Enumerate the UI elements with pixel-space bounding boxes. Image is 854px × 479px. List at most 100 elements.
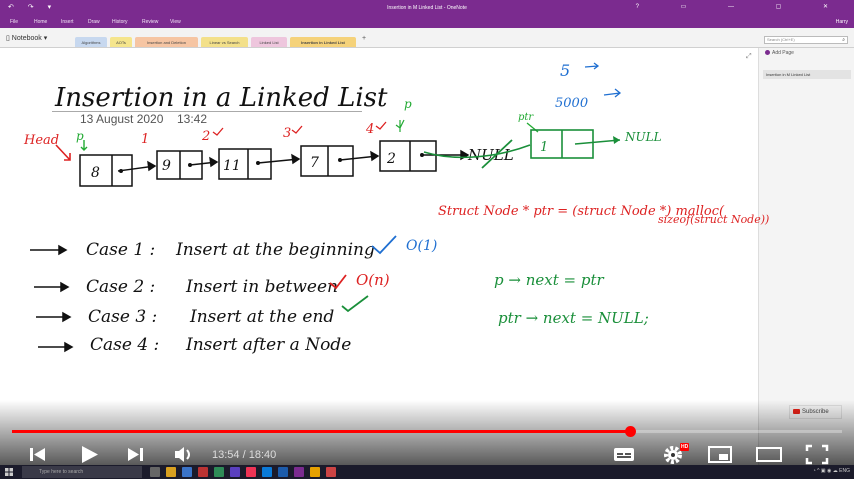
ink-number-above: 5 bbox=[560, 61, 570, 80]
ink-address: 5000 bbox=[555, 96, 588, 111]
case-3-desc: Insert at the end bbox=[189, 307, 334, 327]
tab-aots[interactable]: AOTs bbox=[110, 37, 132, 47]
file-explorer-icon[interactable] bbox=[166, 467, 176, 477]
app-icon[interactable] bbox=[278, 467, 288, 477]
case-2-label: Case 2 : bbox=[86, 277, 155, 297]
node-value: 9 bbox=[162, 158, 171, 174]
quick-access-icons[interactable]: ↶ ↷ ▾ bbox=[8, 4, 58, 11]
progress-played bbox=[12, 430, 630, 433]
case-1-desc: Insert at the beginning bbox=[175, 240, 375, 260]
ink-code-next-1: p → next = ptr bbox=[494, 271, 604, 289]
page-canvas[interactable] bbox=[0, 48, 758, 465]
next-icon[interactable] bbox=[125, 443, 147, 465]
node-values: 8 9 11 7 2 bbox=[91, 151, 396, 181]
settings-gear-icon[interactable] bbox=[661, 443, 685, 465]
ribbon-insert[interactable]: Insert bbox=[61, 19, 74, 25]
ribbon-draw[interactable]: Draw bbox=[88, 19, 100, 25]
ink-p-label-2: p bbox=[404, 97, 412, 111]
youtube-logo-icon bbox=[793, 409, 800, 414]
ink-p-label: p bbox=[76, 129, 84, 143]
tab-insertion-in-linked-list[interactable]: Insertion in Linked List bbox=[290, 37, 356, 47]
page-list-pane: Add Page Insertion in M Linked List bbox=[758, 48, 854, 465]
add-page-button[interactable]: Add Page bbox=[765, 50, 794, 56]
app-icon[interactable] bbox=[182, 467, 192, 477]
add-section-icon[interactable]: + bbox=[362, 35, 367, 42]
ink-title: Insertion in a Linked List bbox=[54, 83, 388, 113]
app-icon[interactable] bbox=[214, 467, 224, 477]
play-icon[interactable] bbox=[78, 443, 100, 465]
tab-linked-list[interactable]: Linked List bbox=[251, 37, 287, 47]
subscribe-watermark[interactable]: Subscribe bbox=[789, 405, 842, 419]
miniplayer-icon[interactable] bbox=[707, 443, 733, 465]
linked-list-nodes bbox=[79, 140, 437, 187]
add-page-label: Add Page bbox=[772, 50, 794, 56]
windows-start-icon[interactable] bbox=[5, 468, 13, 476]
ribbon-home[interactable]: Home bbox=[34, 19, 48, 25]
check-icon-case2 bbox=[329, 274, 347, 290]
ribbon-history[interactable]: History bbox=[112, 19, 128, 25]
step-ticks bbox=[212, 121, 387, 136]
app-icon[interactable] bbox=[326, 467, 336, 477]
case-arrows bbox=[30, 244, 74, 353]
duration: 18:40 bbox=[248, 449, 277, 461]
ink-ptr-label: ptr bbox=[518, 112, 534, 123]
case-2-desc: Insert in between bbox=[185, 277, 338, 297]
hd-badge: HD bbox=[680, 443, 690, 451]
node-value: 7 bbox=[310, 155, 319, 171]
notebook-selector[interactable]: ▯ Notebook ▾ bbox=[6, 34, 47, 42]
case-2-complexity: O(n) bbox=[356, 271, 390, 289]
title-underline bbox=[52, 111, 362, 112]
notebook-name: Notebook bbox=[11, 35, 42, 42]
tab-insertion-and-deletion[interactable]: Insertion and Deletion bbox=[135, 37, 198, 47]
head-arrow-icon bbox=[55, 144, 71, 161]
tab-algorithms[interactable]: Algorithms bbox=[75, 37, 107, 47]
case-1-complexity: O(1) bbox=[406, 238, 437, 254]
theater-mode-icon[interactable] bbox=[755, 443, 783, 465]
fullscreen-icon[interactable] bbox=[805, 443, 829, 465]
window-title: Insertion in M Linked List - OneNote bbox=[387, 5, 467, 11]
volume-icon[interactable] bbox=[172, 443, 194, 465]
step-label: 1 bbox=[141, 132, 149, 147]
scrubber-handle[interactable] bbox=[624, 426, 636, 437]
subscribe-label: Subscribe bbox=[802, 409, 829, 416]
user-name[interactable]: Harry bbox=[835, 19, 848, 25]
new-node-arrow-icon bbox=[613, 136, 620, 144]
subtitles-icon[interactable] bbox=[612, 443, 636, 465]
ribbon-review[interactable]: Review bbox=[142, 19, 159, 25]
taskbar-search-input[interactable]: Type here to search bbox=[22, 466, 142, 478]
search-icon[interactable]: ⌕ bbox=[842, 37, 845, 43]
vscode-icon[interactable] bbox=[262, 467, 272, 477]
previous-icon[interactable] bbox=[26, 443, 48, 465]
expand-icon[interactable]: ⤢ bbox=[746, 53, 752, 60]
progress-bar[interactable] bbox=[12, 426, 842, 437]
search-placeholder: Search (Ctrl+E) bbox=[767, 37, 795, 42]
tab-linear-vs-search[interactable]: Linear vs Search bbox=[201, 37, 248, 47]
case-3-label: Case 3 : bbox=[88, 307, 157, 327]
task-view-icon[interactable] bbox=[150, 467, 160, 477]
window-controls[interactable]: ? ▭ — ▢ ✕ bbox=[635, 4, 848, 10]
blue-arrow-icon bbox=[584, 62, 600, 70]
check-icon-case3 bbox=[341, 295, 369, 313]
app-icon[interactable] bbox=[310, 467, 320, 477]
app-icon[interactable] bbox=[230, 467, 240, 477]
search-input[interactable]: Search (Ctrl+E) ⌕ bbox=[764, 36, 848, 44]
blue-arrow-icon-2 bbox=[603, 88, 622, 98]
app-icon[interactable] bbox=[246, 467, 256, 477]
case-4-label: Case 4 : bbox=[90, 335, 159, 355]
app-icon[interactable] bbox=[198, 467, 208, 477]
tray-icons: ◔ ^ ▣ ◉ ☁ bbox=[812, 468, 840, 474]
onenote-icon[interactable] bbox=[294, 467, 304, 477]
new-link-curve bbox=[423, 144, 531, 159]
page-time: 13:42 bbox=[177, 112, 208, 126]
step-label: 3 bbox=[283, 126, 291, 141]
ribbon-view[interactable]: View bbox=[170, 19, 181, 25]
tray-language: ENG bbox=[839, 468, 850, 474]
ink-malloc-line1: Struct Node * ptr = (struct Node *) mall… bbox=[438, 204, 725, 219]
current-time: 13:54 bbox=[212, 449, 240, 461]
system-tray[interactable]: ◔ ^ ▣ ◉ ☁ ENG bbox=[813, 468, 850, 474]
page-list-item[interactable]: Insertion in M Linked List bbox=[763, 70, 851, 79]
ribbon-file[interactable]: File bbox=[10, 19, 19, 25]
node-value: 2 bbox=[386, 151, 396, 167]
node-value: 11 bbox=[223, 158, 241, 174]
step-label: 4 bbox=[365, 122, 374, 137]
